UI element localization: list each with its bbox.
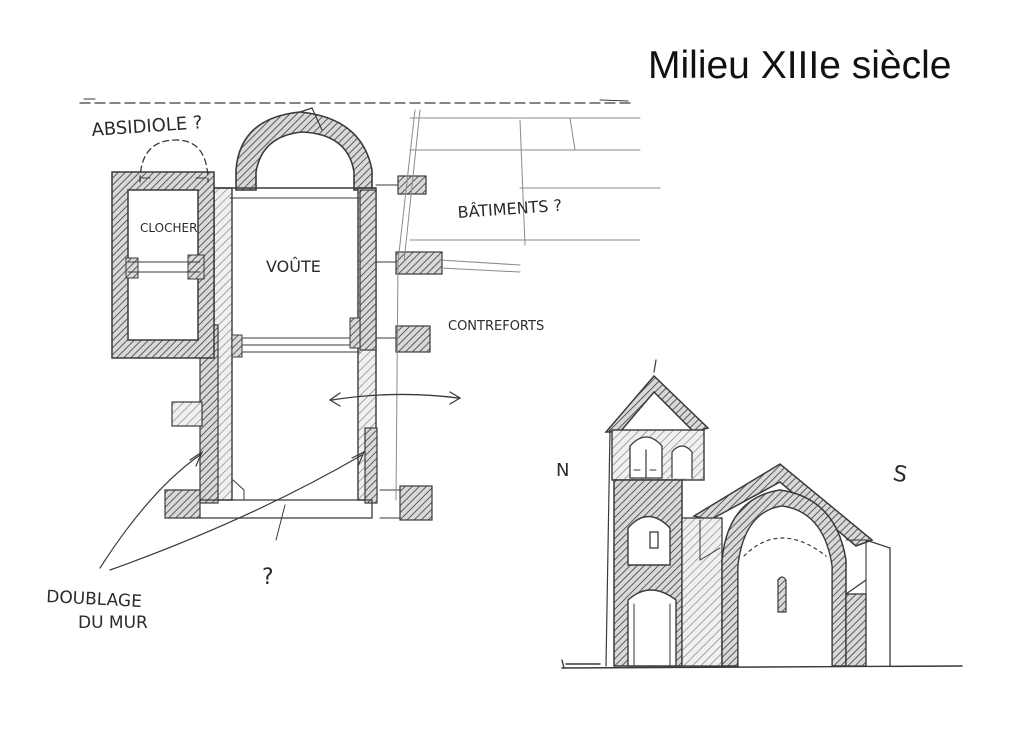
- label-doublage-line2: DU MUR: [78, 613, 148, 633]
- arch-window: [777, 576, 787, 613]
- doublage-leader-2: [109, 454, 363, 571]
- buttress-3: [395, 325, 431, 353]
- tower-gable: [604, 374, 710, 433]
- label-absidiole: ABSIDIOLE ?: [91, 112, 203, 141]
- width-arrow: [331, 393, 459, 401]
- facade-wall: [164, 489, 201, 519]
- buttress-2: [395, 251, 443, 275]
- label-north: N: [556, 460, 569, 481]
- absidiole-dashed: [139, 139, 209, 183]
- label-question: ?: [262, 565, 274, 590]
- label-contreforts: CONTREFORTS: [448, 319, 544, 334]
- label-batiments: BÂTIMENTS ?: [457, 196, 563, 222]
- buildings-sketch: [395, 109, 661, 501]
- buttress-west: [171, 401, 203, 427]
- floor-plan: [79, 98, 661, 571]
- label-doublage-line1: DOUBLAGE: [46, 587, 143, 612]
- apse-wall: [235, 111, 373, 191]
- elevation-section: [561, 359, 963, 669]
- page-title: Milieu XIIIe siècle: [648, 44, 952, 87]
- ground-line: [561, 665, 963, 669]
- label-clocher: CLOCHER: [140, 221, 197, 235]
- label-voute: VOÛTE: [266, 257, 321, 276]
- elevation-labels: N S: [556, 460, 909, 488]
- label-south: S: [891, 461, 909, 488]
- bell-tower: [111, 171, 215, 359]
- doublage-leader-1: [99, 454, 201, 569]
